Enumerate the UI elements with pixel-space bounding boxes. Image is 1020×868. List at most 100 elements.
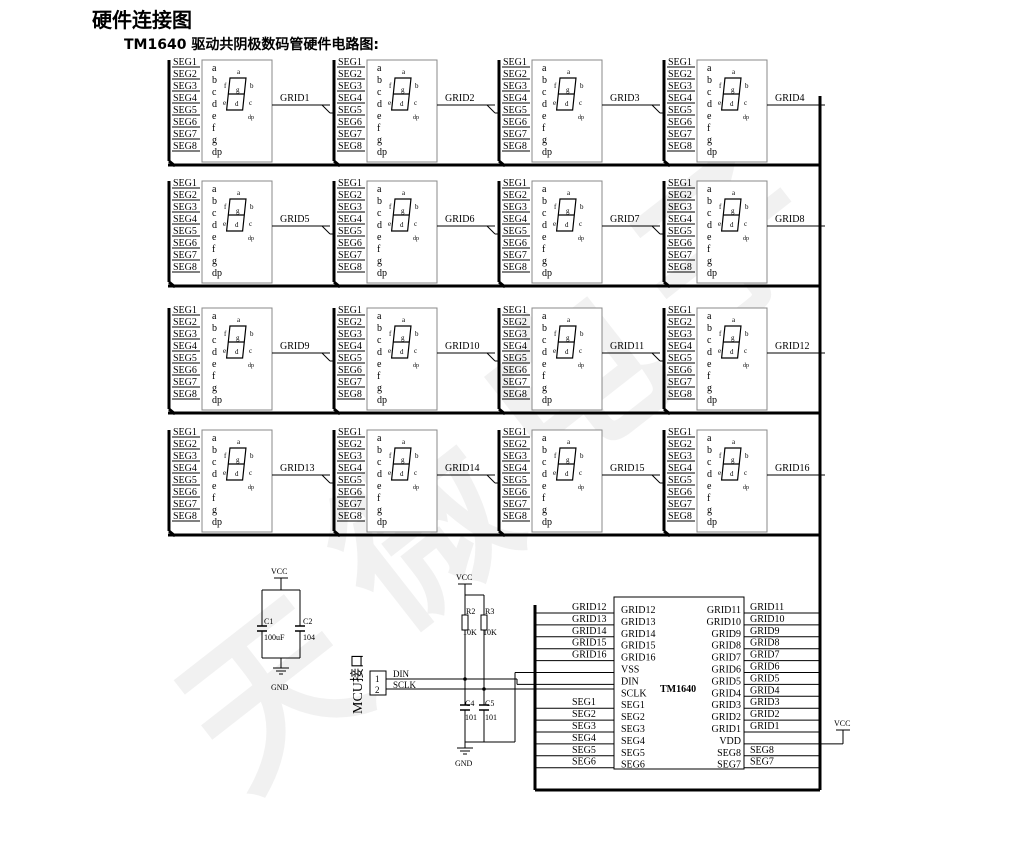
chip-right-pin: GRID3: [712, 700, 741, 711]
pin-letter: c: [212, 208, 217, 219]
seg-label: SEG5: [173, 475, 197, 486]
segment-letter-dp: dp: [248, 236, 254, 242]
digit-box: [201, 59, 273, 163]
vdd-vcc-label: VCC: [834, 719, 850, 728]
chip-right-net: GRID6: [750, 662, 779, 673]
segment-letter-d: d: [400, 470, 404, 478]
segment-letter-e: e: [553, 99, 556, 107]
pin-letter: d: [542, 469, 547, 480]
grid-label: GRID6: [445, 214, 474, 225]
seg-label: SEG7: [338, 129, 362, 140]
seg-label: SEG1: [503, 427, 527, 438]
segment-letter-b: b: [745, 330, 749, 338]
pin-letter: a: [212, 184, 217, 195]
seg-label: SEG2: [338, 69, 362, 80]
segment-letter-f: f: [224, 82, 227, 90]
segment-letter-e: e: [553, 347, 556, 355]
segment-letter-d: d: [400, 221, 404, 229]
c4-ref: C4: [465, 699, 474, 708]
r2-value: 10K: [463, 628, 477, 637]
seg-label: SEG1: [503, 57, 527, 68]
seg-label: SEG7: [338, 499, 362, 510]
digit-box: [366, 180, 438, 284]
seven-segment-icon: [555, 77, 577, 111]
segment-letter-c: c: [249, 347, 252, 355]
digit-module-3: SEG1SEG2SEG3SEG4SEG5SEG6SEG7SEG8abcdefgd…: [497, 57, 665, 168]
segment-letter-c: c: [414, 99, 417, 107]
seg-label: SEG2: [173, 317, 197, 328]
segment-letter-f: f: [224, 203, 227, 211]
c4-value: 101: [465, 713, 477, 722]
pin-letter: f: [212, 244, 216, 255]
digit-box: [366, 429, 438, 533]
pin-letter: d: [707, 347, 712, 358]
digit-box: [696, 429, 768, 533]
segment-letter-f: f: [554, 203, 557, 211]
segment-letter-a: a: [567, 316, 571, 324]
sclk-junction: [482, 687, 486, 691]
segment-letter-c: c: [249, 469, 252, 477]
pin-letter: d: [212, 99, 217, 110]
segment-letter-a: a: [567, 438, 571, 446]
segment-letter-f: f: [554, 82, 557, 90]
pin-letter: f: [377, 493, 381, 504]
segment-letter-dp: dp: [743, 115, 749, 121]
chip-right-pin: GRID10: [707, 617, 741, 628]
chip-right-net: GRID4: [750, 685, 779, 696]
segment-letter-g: g: [401, 334, 405, 342]
pin-letter: e: [377, 481, 382, 492]
chip-right-net: GRID1: [750, 721, 779, 732]
pin-letter: dp: [542, 147, 552, 158]
seg-label: SEG2: [173, 190, 197, 201]
seg-label: SEG7: [668, 377, 692, 388]
seg-label: SEG5: [173, 226, 197, 237]
pin-letter: a: [377, 433, 382, 444]
pin-letter: e: [707, 111, 712, 122]
pin-letter: c: [542, 208, 547, 219]
seg-label: SEG8: [173, 141, 197, 152]
chip-right-net: SEG7: [750, 757, 774, 768]
segment-letter-d: d: [235, 221, 239, 229]
seg-label: SEG7: [503, 377, 527, 388]
digit-module-16: SEG1SEG2SEG3SEG4SEG5SEG6SEG7SEG8abcdefgd…: [662, 427, 825, 538]
segment-letter-b: b: [580, 82, 584, 90]
digit-box: [201, 180, 273, 284]
pin-letter: d: [212, 347, 217, 358]
seg-label: SEG8: [503, 511, 527, 522]
seg-label: SEG4: [503, 93, 527, 104]
pin-letter: d: [707, 469, 712, 480]
seg-label: SEG8: [503, 262, 527, 273]
pin-letter: e: [707, 359, 712, 370]
mcu-label: MCU接口: [349, 654, 366, 714]
segment-letter-e: e: [388, 220, 391, 228]
segment-letter-a: a: [402, 189, 406, 197]
segment-letter-g: g: [401, 207, 405, 215]
segment-letter-d: d: [235, 470, 239, 478]
segment-letter-f: f: [224, 452, 227, 460]
chip-left-net: SEG6: [572, 757, 596, 768]
chip-right-net: SEG8: [750, 745, 774, 756]
pin-letter: g: [707, 383, 712, 394]
seg-label: SEG3: [338, 81, 362, 92]
chip-right-pin: GRID11: [707, 605, 741, 616]
digit-module-13: SEG1SEG2SEG3SEG4SEG5SEG6SEG7SEG8abcdefgd…: [167, 427, 335, 538]
pin-letter: a: [707, 184, 712, 195]
pin-letter: c: [707, 457, 712, 468]
digit-box: [696, 180, 768, 284]
pin-letter: a: [542, 63, 547, 74]
segment-letter-f: f: [719, 82, 722, 90]
seg-label: SEG7: [173, 499, 197, 510]
segment-letter-e: e: [553, 469, 556, 477]
c1-value: 100uF: [264, 633, 285, 642]
segment-letter-a: a: [402, 316, 406, 324]
pin-letter: e: [707, 232, 712, 243]
segment-letter-d: d: [565, 470, 569, 478]
segment-letter-d: d: [730, 221, 734, 229]
seg-label: SEG4: [668, 214, 692, 225]
seg-label: SEG1: [668, 57, 692, 68]
seg-label: SEG6: [503, 365, 527, 376]
seg-label: SEG3: [173, 451, 197, 462]
segment-letter-e: e: [553, 220, 556, 228]
pin-letter: e: [542, 481, 547, 492]
seg-label: SEG5: [503, 353, 527, 364]
